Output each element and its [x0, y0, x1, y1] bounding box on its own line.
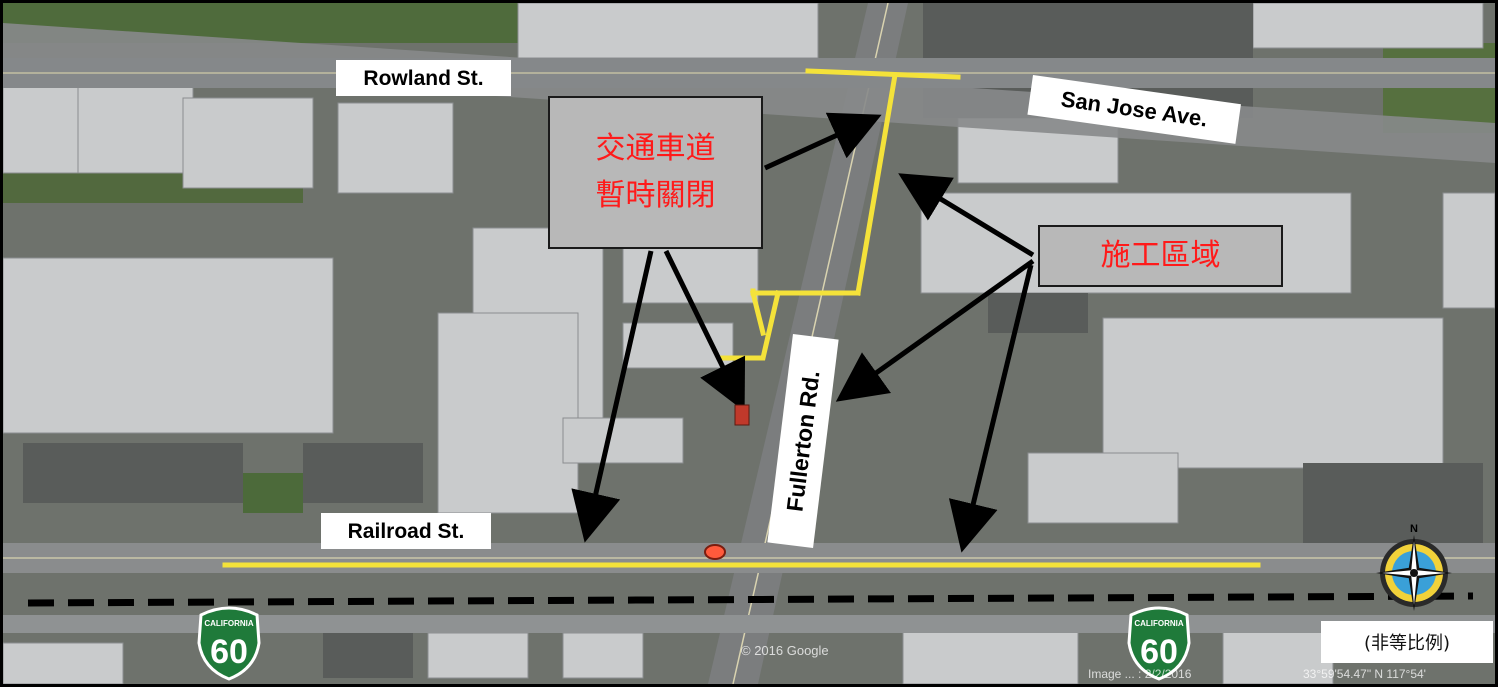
- closure-line-jog: [750, 288, 861, 296]
- closure-line-fullerton-north: [855, 72, 898, 296]
- arrow-closure-south-1: [663, 249, 746, 412]
- callout-work-zone: 施工區域: [1038, 225, 1283, 287]
- ca-route-60-shield-icon: CALIFORNIA 60: [197, 606, 261, 681]
- callout-lane-closure-line2: 暫時關閉: [595, 177, 716, 213]
- compass-north-label: N: [1410, 523, 1418, 535]
- closure-line-jog-down: [749, 289, 767, 337]
- street-label-railroad: Railroad St.: [321, 513, 491, 549]
- arrow-closure-railroad: [571, 250, 654, 543]
- closure-line-rowland: [805, 68, 961, 80]
- arrow-work-south: [948, 264, 1034, 553]
- ca-route-60-shield-icon: CALIFORNIA 60: [1127, 606, 1191, 681]
- closure-line-south-jog: [718, 290, 781, 361]
- street-label-rowland: Rowland St.: [336, 60, 511, 96]
- callout-work-zone-text: 施工區域: [1100, 237, 1221, 273]
- scale-note: (非等比例): [1321, 621, 1493, 663]
- arrow-work-mid: [835, 258, 1035, 402]
- imagery-copyright: © 2016 Google: [741, 643, 829, 658]
- arrow-work-north: [898, 173, 1035, 258]
- callout-lane-closure: 交通車道 暫時關閉: [548, 96, 763, 249]
- compass-rose-icon: N: [1376, 523, 1452, 611]
- imagery-date: Image ... : 2/2/2016: [1088, 667, 1192, 681]
- closure-lines: [222, 68, 1261, 568]
- shield-route-text: 60: [210, 633, 248, 671]
- construction-marker-icon: [704, 404, 750, 560]
- imagery-coords: 33°59'54.47" N 117°54': [1303, 667, 1426, 681]
- callout-lane-closure-line1: 交通車道: [595, 131, 716, 166]
- shield-state-text: CALIFORNIA: [1134, 619, 1184, 628]
- shield-state-text: CALIFORNIA: [204, 619, 254, 628]
- shield-route-text: 60: [1140, 633, 1178, 671]
- arrow-closure-fullerton: [763, 112, 882, 171]
